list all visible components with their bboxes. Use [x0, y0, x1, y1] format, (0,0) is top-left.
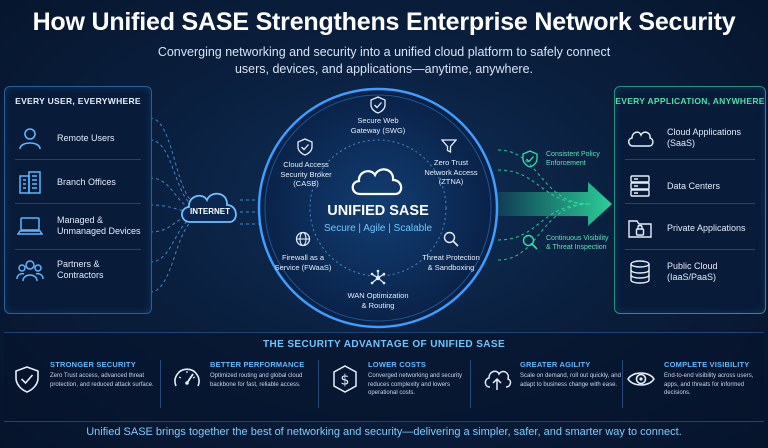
note-policy-label: Consistent Policy Enforcement: [546, 151, 600, 167]
sase-tagline: Secure | Agile | Scalable: [323, 223, 433, 234]
service-wan-optimization: WAN Optimization & Routing: [347, 291, 409, 310]
eye-icon: [627, 372, 655, 386]
advantage-description: Zero Trust access, advanced threat prote…: [50, 373, 154, 388]
advantages-title: THE SECURITY ADVANTAGE OF UNIFIED SASE: [262, 339, 506, 350]
advantage-heading: COMPLETE VISIBILITY: [664, 360, 750, 369]
users-panel: EVERY USER, EVERYWHERE Remote Users Bran…: [4, 86, 152, 314]
svg-text:$: $: [341, 373, 350, 389]
advantage-lower-costs: $ LOWER COSTS Converged networking and s…: [324, 352, 474, 414]
list-item-label: Private Applications: [667, 222, 746, 233]
list-item-partners: Partners & Contractors: [15, 255, 104, 285]
database-icon: [625, 257, 655, 287]
sase-title: UNIFIED SASE: [327, 203, 429, 219]
check-shield-icon: [522, 150, 538, 168]
advantage-description: Converged networking and security reduce…: [368, 373, 463, 396]
shield-check-icon: [370, 96, 386, 114]
applications-panel: EVERY APPLICATION, ANYWHERE Cloud Applic…: [614, 86, 766, 314]
page-title: How Unified SASE Strengthens Enterprise …: [32, 8, 736, 36]
footer-tagline: Unified SASE brings together the best of…: [86, 426, 682, 438]
laptop-icon: [15, 211, 45, 241]
list-item-label: Cloud Applications (SaaS): [667, 127, 742, 148]
list-item-label: Data Centers: [667, 180, 721, 191]
list-item-data-centers: Data Centers: [625, 171, 720, 201]
advantage-description: Optimized routing and global cloud backb…: [210, 373, 303, 388]
advantage-description: End-to-end visibility across users, apps…: [664, 373, 754, 396]
advantage-heading: GREATER AGILITY: [520, 360, 591, 369]
note-visibility-label: Continuous Visibility & Threat Inspectio…: [546, 235, 609, 251]
page-subtitle: Converging networking and security into …: [157, 45, 611, 76]
list-item-label: Managed & Unmanaged Devices: [57, 215, 141, 236]
advantage-heading: STRONGER SECURITY: [50, 360, 136, 369]
internet-cloud-icon: [181, 192, 237, 223]
list-item-label: Public Cloud (IaaS/PaaS): [667, 261, 718, 282]
advantage-greater-agility: GREATER AGILITY Scale on demand, roll ou…: [476, 352, 626, 414]
service-fwaas: Firewall as a Service (FWaaS): [274, 253, 332, 272]
cloud-upload-icon: [484, 370, 512, 390]
list-item-devices: Managed & Unmanaged Devices: [15, 211, 141, 241]
server-icon: [625, 171, 655, 201]
sase-ring: [257, 87, 499, 329]
list-item-label: Partners & Contractors: [57, 259, 104, 280]
globe-icon: [295, 231, 311, 247]
users-panel-title: EVERY USER, EVERYWHERE: [15, 96, 141, 106]
applications-panel-title: EVERY APPLICATION, ANYWHERE: [615, 96, 765, 106]
advantage-better-performance: BETTER PERFORMANCE Optimized routing and…: [166, 352, 316, 414]
shield-check-icon: [297, 138, 313, 156]
service-swg: Secure Web Gateway (SWG): [350, 116, 406, 135]
list-item-private-apps: Private Applications: [625, 213, 746, 243]
building-icon: [15, 167, 45, 197]
magnifier-icon: [522, 234, 538, 250]
network-icon: [370, 269, 386, 285]
advantage-heading: BETTER PERFORMANCE: [210, 360, 305, 369]
advantage-heading: LOWER COSTS: [368, 360, 427, 369]
group-icon: [15, 255, 45, 285]
user-icon: [15, 123, 45, 153]
note-visibility: Continuous Visibility & Threat Inspectio…: [522, 232, 618, 262]
advantage-complete-visibility: COMPLETE VISIBILITY End-to-end visibilit…: [620, 352, 764, 414]
shield-check-icon: [15, 366, 39, 393]
list-item-remote-users: Remote Users: [15, 123, 115, 153]
cloud-icon: [625, 123, 655, 153]
list-item-branch-offices: Branch Offices: [15, 167, 116, 197]
internet-node: INTERNET: [176, 180, 244, 230]
list-item-public-cloud: Public Cloud (IaaS/PaaS): [625, 257, 718, 287]
advantage-description: Scale on demand, roll out quickly, and a…: [520, 373, 621, 388]
internet-label: INTERNET: [190, 207, 230, 216]
note-policy: Consistent Policy Enforcement: [522, 148, 618, 178]
service-casb: Cloud Access Security Broker (CASB): [280, 160, 332, 188]
list-item-label: Remote Users: [57, 132, 115, 143]
service-threat-protection: Threat Protection & Sandboxing: [422, 253, 480, 272]
gauge-icon: [174, 368, 200, 387]
funnel-icon: [441, 139, 457, 154]
list-item-label: Branch Offices: [57, 176, 116, 187]
service-ztna: Zero Trust Network Access (ZTNA): [424, 158, 478, 186]
cloud-icon: [351, 168, 403, 196]
advantage-stronger-security: STRONGER SECURITY Zero Trust access, adv…: [6, 352, 158, 414]
dollar-icon: $: [333, 365, 357, 393]
lock-folder-icon: [625, 213, 655, 243]
list-item-saas: Cloud Applications (SaaS): [625, 123, 741, 153]
sase-hub: UNIFIED SASE Secure | Agile | Scalable S…: [251, 86, 505, 330]
magnifier-icon: [443, 231, 459, 247]
